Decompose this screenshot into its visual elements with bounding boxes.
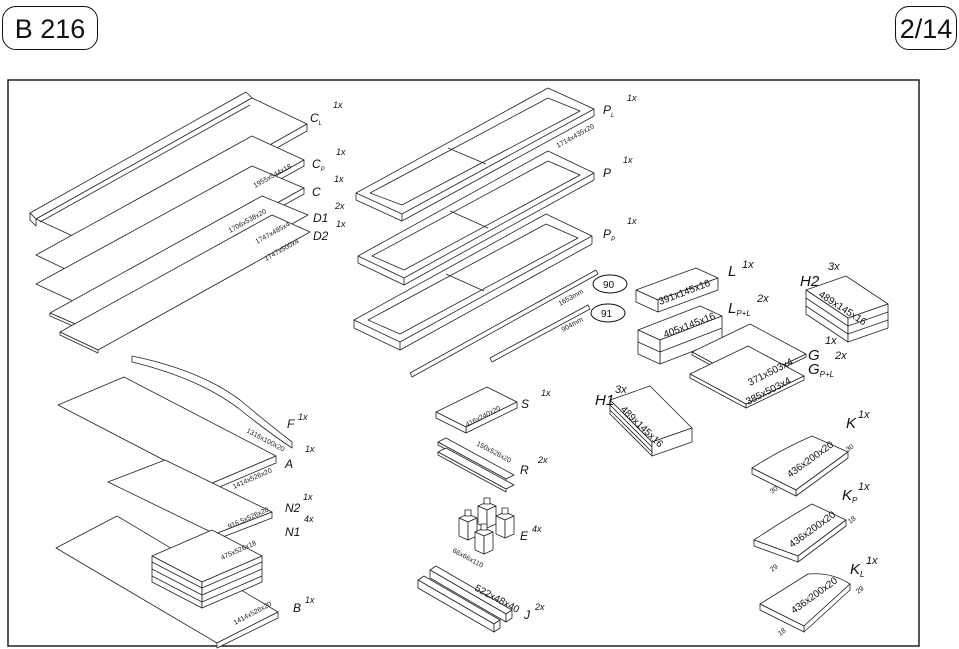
panel-a [57, 376, 277, 492]
part-code-lpl: LP+L [728, 300, 751, 318]
part-code-s: S [521, 397, 529, 411]
frame-pp [353, 213, 593, 351]
rail-90-tag [592, 274, 628, 294]
part-code-g: G [808, 347, 820, 364]
part-qty-j: 2x [534, 602, 545, 612]
part-code-e: E [520, 529, 529, 543]
part-qty-pl: 1x [627, 93, 637, 103]
panel-d2 [59, 214, 311, 354]
panel-n2 [107, 459, 273, 541]
part-code-kp: KP [842, 487, 858, 505]
part-qty-l: 1x [742, 259, 754, 271]
part-qty-g: 1x [825, 335, 837, 347]
part-qty-kp: 1x [858, 481, 870, 493]
part-code-f: F [287, 417, 295, 431]
rail-91-tag [590, 303, 626, 323]
rail-tag-r91: 91 [601, 309, 613, 320]
edge-dim-kp-1: 18 [847, 515, 858, 525]
model-badge: B 216 [2, 6, 98, 50]
part-qty-pp: 1x [627, 216, 637, 226]
part-qty-r: 2x [537, 455, 548, 465]
part-qty-c2: 1x [336, 147, 346, 157]
part-code-gpl: GP+L [808, 361, 834, 379]
part-code-c1: CL [310, 111, 322, 127]
part-code-p: P [603, 166, 611, 180]
part-qty-gpl: 2x [834, 350, 847, 362]
page-badge: 2/14 [895, 6, 957, 50]
panel-k [751, 435, 849, 497]
part-qty-s: 1x [541, 388, 551, 398]
part-code-h1: H1 [595, 392, 614, 409]
part-code-pl: PL [603, 103, 614, 119]
stack-n1 [151, 529, 263, 609]
stack-h1 [609, 385, 693, 457]
part-qty-n2: 1x [303, 492, 313, 502]
part-code-h2: H2 [800, 273, 820, 290]
panel-gpl [689, 345, 805, 409]
part-qty-k: 1x [858, 409, 870, 421]
part-code-j: J [523, 608, 531, 622]
part-qty-d1: 2x [334, 201, 345, 211]
feet-e [458, 497, 515, 555]
stack-h2 [805, 275, 889, 343]
frame-pl [355, 87, 595, 222]
part-qty-e: 4x [532, 524, 542, 534]
edge-dim-kp-2: 29 [769, 563, 780, 573]
part-qty-h1: 3x [615, 384, 627, 396]
part-code-d1: D1 [313, 211, 328, 225]
part-code-r: R [520, 463, 529, 477]
part-code-c3: C [312, 185, 321, 199]
part-qty-b: 1x [305, 595, 315, 605]
panel-r [437, 437, 515, 493]
part-code-l: L [728, 263, 736, 280]
part-code-a: A [284, 457, 293, 471]
part-qty-kl: 1x [866, 555, 878, 567]
part-code-pp: PP [603, 227, 615, 243]
part-code-n2: N2 [285, 501, 301, 515]
part-code-b: B [293, 601, 301, 615]
model-number: B 216 [14, 14, 86, 44]
panel-s [435, 386, 518, 434]
edge-dim-k-2: 30 [769, 485, 780, 495]
part-dims-pl: 1714x435x20 [556, 123, 596, 150]
part-qty-d2: 1x [336, 219, 346, 229]
panel-f [131, 355, 293, 449]
rail-tag-r90: 90 [603, 280, 615, 291]
part-code-kl: KL [850, 561, 864, 579]
part-qty-c3: 1x [334, 174, 344, 184]
part-qty-h2: 3x [828, 261, 840, 273]
part-code-c2: CP [312, 157, 325, 173]
part-qty-p: 1x [623, 155, 633, 165]
stack-lpl [637, 305, 723, 365]
page-number: 2/14 [899, 14, 953, 44]
panel-kl [759, 573, 851, 633]
part-code-n1: N1 [285, 525, 300, 539]
edge-dim-kl-1: 29 [855, 585, 866, 595]
panel-kp [753, 503, 847, 563]
part-qty-f: 1x [298, 412, 308, 422]
part-qty-a: 1x [305, 444, 315, 454]
rail-91 [489, 304, 591, 363]
part-qty-lpl: 2x [756, 293, 769, 305]
frame-p [357, 150, 595, 286]
stack-l [635, 267, 719, 313]
rail-90 [409, 269, 599, 378]
part-qty-c1: 1x [333, 100, 343, 110]
part-code-k: K [846, 415, 857, 432]
bars-j [417, 565, 513, 633]
part-code-d2: D2 [313, 229, 329, 243]
diagram-frame [7, 79, 920, 647]
edge-dim-k-1: 30 [845, 443, 856, 453]
part-qty-n1: 4x [304, 514, 314, 524]
edge-dim-kl-2: 18 [777, 627, 788, 637]
